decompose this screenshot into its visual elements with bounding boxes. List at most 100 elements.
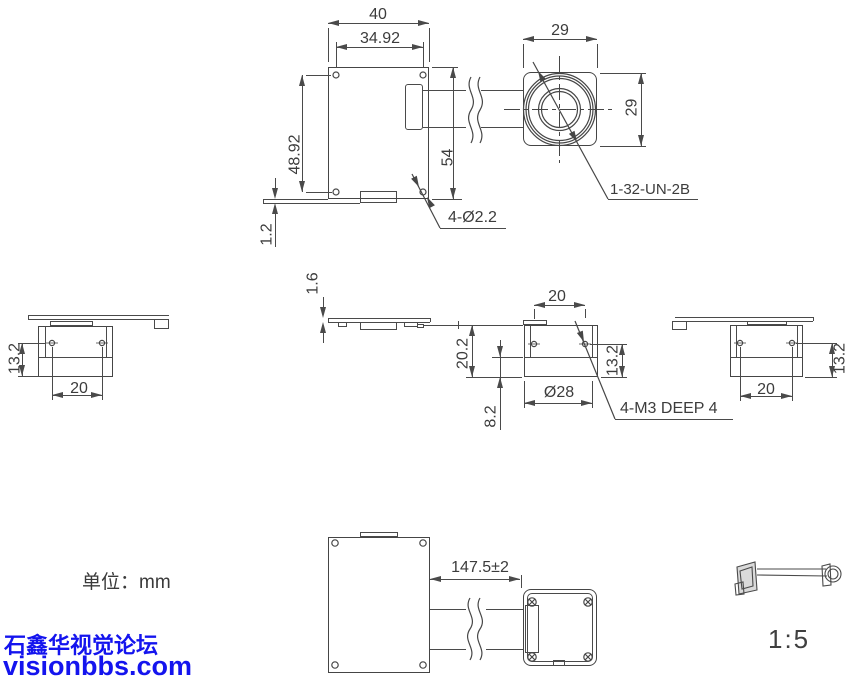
extension-line [585, 309, 586, 318]
extension-line [534, 309, 535, 319]
dim-line-dia-28 [524, 403, 592, 404]
extension-line [523, 44, 524, 68]
extension-line [492, 357, 523, 358]
extension-line [521, 575, 522, 588]
dim-arrow [319, 322, 326, 333]
dim-line-29-right [641, 73, 642, 146]
extension-line [600, 73, 646, 74]
pcb-component [417, 324, 424, 328]
dim-label-29-right: 29 [623, 98, 641, 117]
extension-line [423, 42, 424, 68]
dim-line-13-2 [622, 344, 623, 377]
flex-strip-bottom-line [263, 203, 360, 204]
pcb-component [360, 322, 397, 330]
head-body-outline [38, 326, 113, 377]
dim-arrow [412, 43, 423, 50]
scale-thumbnail [734, 561, 842, 596]
pcb-rear-outline [328, 537, 430, 673]
dim-arrow [618, 366, 625, 377]
cable-top-line [481, 90, 523, 91]
dim-arrow [468, 366, 475, 377]
head-body-divider [524, 357, 598, 358]
dim-arrow [52, 391, 63, 398]
board-end-step [672, 321, 687, 330]
dim-line-20 [740, 396, 792, 397]
dim-arrow [418, 19, 429, 26]
dim-arrow [298, 181, 305, 192]
watermark-site-url: visionbbs.com [3, 651, 193, 681]
dim-arrow [637, 135, 644, 146]
head-body-inner-line [106, 326, 107, 357]
board-edge-bottom [675, 321, 813, 322]
dim-arrow [468, 325, 475, 336]
cable-break-squiggle [468, 76, 474, 144]
extension-line [306, 75, 331, 76]
cable-break-squiggle [467, 597, 473, 661]
units-note: 单位：mm [82, 572, 171, 593]
board-edge-top [675, 317, 813, 318]
flex-strip-end-cap [263, 199, 264, 203]
dim-label-1-2: 1.2 [258, 223, 276, 246]
dim-arrow [740, 392, 751, 399]
cable-bottom-line [481, 127, 523, 128]
extension-line [429, 28, 430, 62]
pcb-rear-tab [360, 532, 398, 537]
dim-arrow [18, 343, 25, 354]
cable-break-squiggle [477, 597, 483, 661]
dim-label-13-2: 13.2 [604, 344, 622, 377]
dim-arrow [336, 43, 347, 50]
extension-line [52, 347, 53, 400]
extension-line [336, 42, 337, 68]
scale-note: 1:5 [768, 624, 811, 654]
dim-arrow [496, 346, 503, 357]
dim-line-1-6 [323, 297, 324, 314]
dim-label-20: 20 [70, 380, 88, 397]
pcb-board-outline [328, 67, 429, 199]
dim-label-13-2: 13.2 [6, 342, 24, 375]
extension-line [102, 347, 103, 400]
callout-underline [608, 199, 698, 200]
dim-line-20-2 [472, 325, 473, 377]
pcb-edge-cap [328, 318, 329, 322]
callout-label-thread: 1-32-UN-2B [610, 181, 691, 198]
dim-arrow [298, 75, 305, 86]
head-body-outline [524, 325, 598, 377]
dim-arrow [534, 301, 545, 308]
head-body-divider [730, 357, 803, 358]
extension-line [432, 199, 462, 200]
dim-arrow [449, 67, 456, 78]
watermark-forum-name: 石鑫华视觉论坛 [4, 633, 159, 658]
head-body-inner-line [530, 326, 531, 357]
board-edge-bottom [28, 319, 169, 320]
dim-label-20: 20 [757, 381, 775, 398]
dim-arrow [523, 35, 534, 42]
mount-plate [523, 320, 547, 325]
extension-line [740, 347, 741, 401]
dim-line-1-2 [275, 178, 276, 195]
extension-line [432, 67, 458, 68]
head-body-inner-line [736, 326, 737, 357]
extension-line [796, 343, 837, 344]
cable-break-tick [458, 321, 459, 329]
extension-line [592, 381, 593, 408]
cable-top-line [423, 90, 466, 91]
head-body-outline [730, 325, 803, 377]
dim-arrow [524, 399, 535, 406]
dim-label-29-top: 29 [551, 22, 569, 39]
head-rear-notch [553, 660, 564, 661]
dim-arrow [91, 391, 102, 398]
extension-line [524, 381, 525, 408]
dim-arrow [637, 73, 644, 84]
head-rear-inner-outline [527, 593, 593, 662]
dim-arrow [328, 19, 339, 26]
board-edge-cap [28, 315, 29, 319]
dim-arrow [781, 392, 792, 399]
extension-line [466, 377, 522, 378]
head-body-divider [38, 357, 113, 358]
dim-arrow [828, 366, 835, 377]
dim-line-48-92 [302, 75, 303, 192]
dim-arrow [618, 344, 625, 355]
dim-label-34-92: 34.92 [359, 30, 401, 47]
dim-arrow [271, 203, 278, 214]
extension-line [306, 192, 332, 193]
